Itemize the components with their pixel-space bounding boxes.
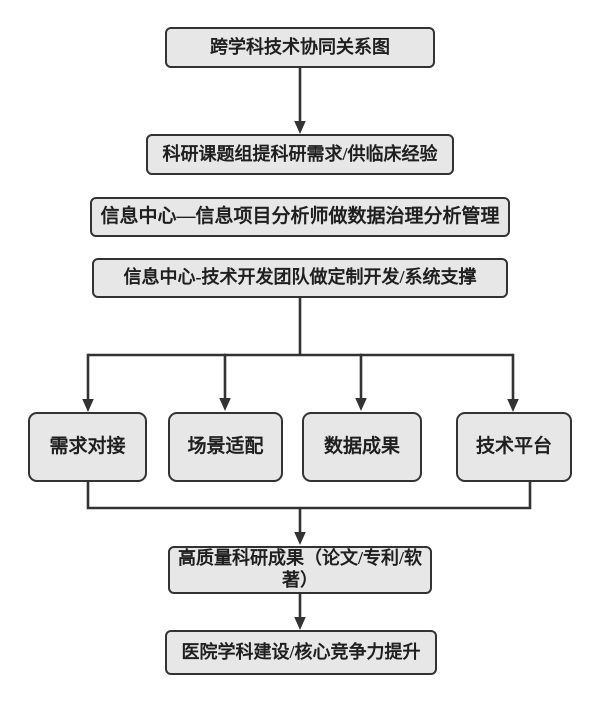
arrowhead-final (294, 617, 306, 630)
node-hospital-competitiveness: 医院学科建设/核心竞争力提升 (165, 630, 437, 675)
node-scenario-adaptation: 场景适配 (168, 412, 283, 482)
arrowhead-data (355, 398, 367, 411)
arrowhead-outcome (294, 532, 306, 545)
merge-bracket (86, 482, 532, 510)
node-demand-docking: 需求对接 (28, 412, 147, 482)
arrowhead-demand (82, 399, 94, 412)
arrowhead-research-group (294, 121, 306, 134)
arrowhead-tech (507, 399, 519, 412)
node-title: 跨学科技术协同关系图 (165, 27, 435, 68)
node-info-center-analyst: 信息中心—信息项目分析师做数据治理分析管理 (90, 197, 510, 237)
node-technology-platform: 技术平台 (456, 412, 572, 482)
node-info-center-dev-team: 信息中心-技术开发团队做定制开发/系统支撑 (92, 258, 508, 298)
node-research-outcome: 高质量科研成果（论文/专利/软著） (168, 546, 432, 594)
arrowhead-scene (219, 398, 231, 411)
node-research-group: 科研课题组提科研需求/供临床经验 (146, 134, 454, 175)
node-data-results: 数据成果 (302, 412, 422, 482)
